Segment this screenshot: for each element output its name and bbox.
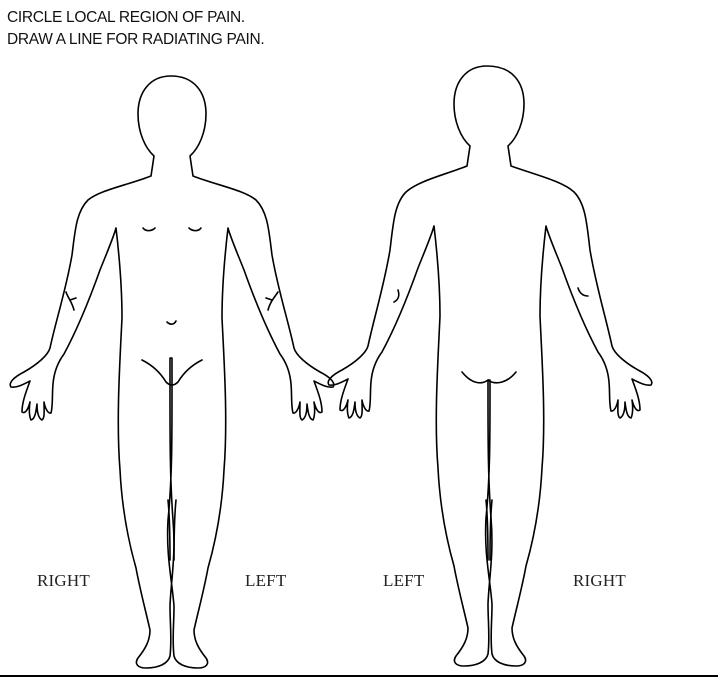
- front-left-label: LEFT: [245, 571, 286, 591]
- front-navel: [167, 321, 176, 324]
- front-chest-mark-right: [143, 228, 155, 231]
- front-elbow-left: [266, 292, 278, 310]
- back-elbow-left: [394, 290, 399, 302]
- back-right-label: RIGHT: [573, 571, 626, 591]
- front-right-label: RIGHT: [37, 571, 90, 591]
- back-buttocks: [462, 372, 516, 383]
- back-elbow-right: [578, 288, 588, 296]
- front-elbow-right: [66, 292, 76, 310]
- back-left-label: LEFT: [383, 571, 424, 591]
- front-chest-mark-left: [189, 228, 201, 231]
